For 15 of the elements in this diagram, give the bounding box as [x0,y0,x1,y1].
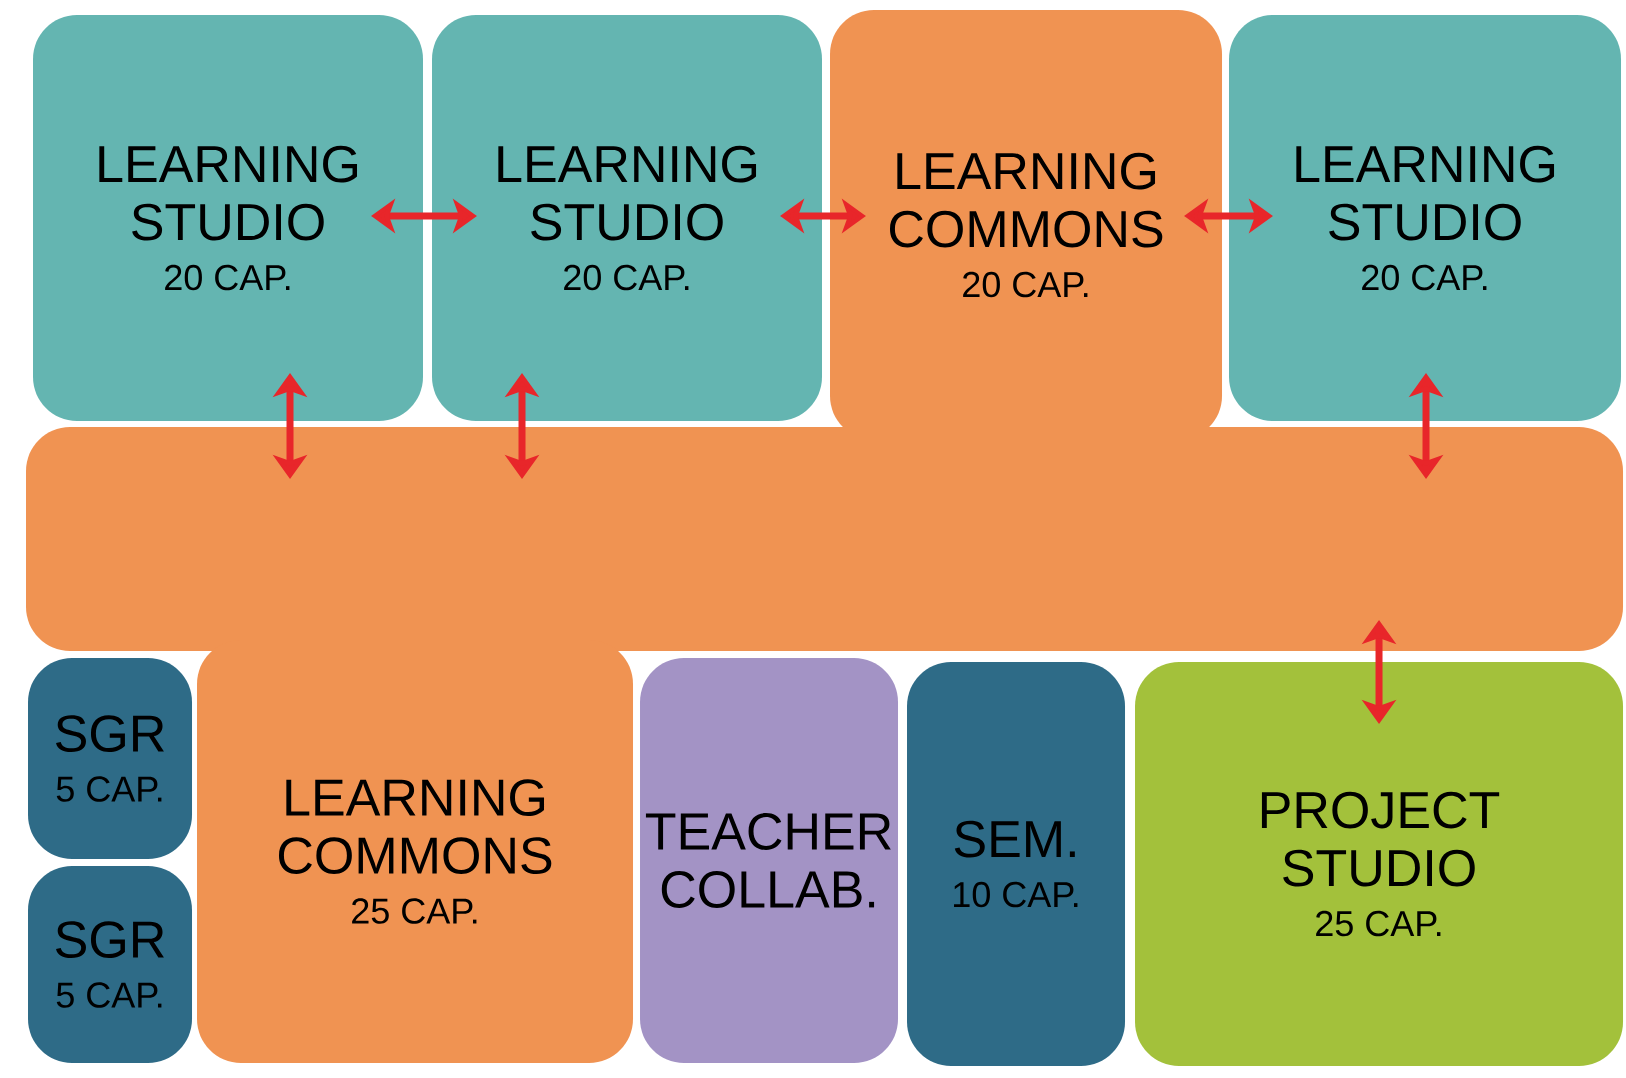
node-label: 20 CAP. [963,271,1088,298]
room-block: TEACHER COLLAB. [640,658,898,1063]
commons-block: LEARNING COMMONS 20 CAP. [830,10,1222,440]
studio-block: LEARNING STUDIO 20 CAP. [432,15,822,421]
studio-block: LEARNING STUDIO 20 CAP. [1229,15,1621,421]
room-block: SGR 5 CAP. [28,658,192,859]
commons-block: LEARNING COMMONS 25 CAP. [197,640,633,1063]
room-block: SGR 5 CAP. [28,866,192,1063]
node-label: LEARNING COMMONS [278,779,552,874]
room-block: SEM. 10 CAP. [907,662,1125,1066]
node-label: 25 CAP. [352,898,477,924]
corridor-band [26,427,1623,651]
studio-block: PROJECT STUDIO 25 CAP. [1135,662,1623,1066]
studio-block: LEARNING STUDIO 20 CAP. [33,15,423,421]
node-label: LEARNING COMMONS [889,152,1163,248]
